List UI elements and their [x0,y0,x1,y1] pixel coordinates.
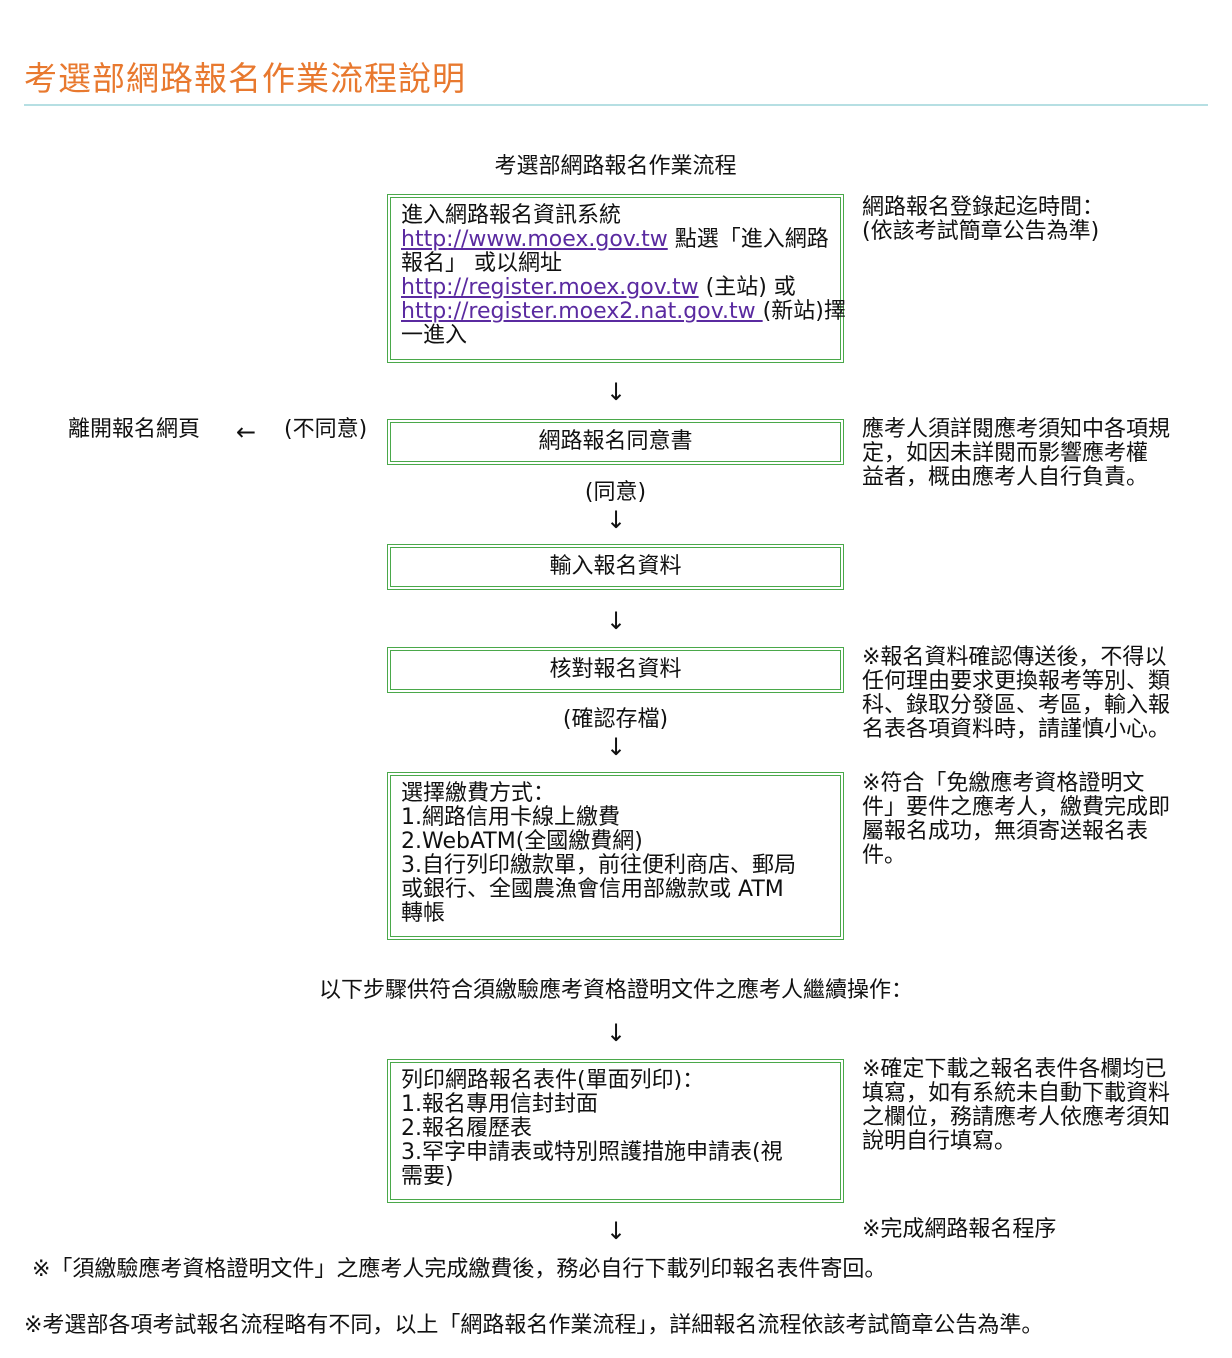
agree-label: (同意) [584,480,647,505]
page-title: 考選部網路報名作業流程說明 [24,59,466,98]
register-main-link[interactable]: http://register.moex.gov.tw [401,275,699,300]
step1-line5: http://register.moex2.nat.gov.tw (新站)擇 [401,299,846,324]
flow-heading: 考選部網路報名作業流程 [494,154,737,179]
step1-line2: http://www.moex.gov.tw 點選「進入網路 [401,228,830,252]
payment-line: 轉帳 [401,901,446,926]
note5-line: ※確定下載之報名表件各欄均已 [862,1057,1167,1082]
note2-line: 定，如因未詳閱而影響應考權 [862,441,1149,466]
down-arrow-icon: ↓ [606,733,627,761]
step1-line4: http://register.moex.gov.tw (主站) 或 [401,276,830,300]
confirm-save-label: (確認存檔) [562,707,669,732]
left-arrow-icon: ← [236,418,257,446]
payment-line: 1.網路信用卡線上繳費 [401,805,620,830]
step1-line3: 報名」 或以網址 [401,251,562,276]
title-divider [24,104,1208,106]
step-enter-system-content: 進入網路報名資訊系統 http://www.moex.gov.tw 點選「進入網… [390,197,846,360]
note-complete-registration: ※完成網路報名程序 [862,1217,1057,1242]
note4-line: 件。 [862,843,907,868]
input-data-label: 輸入報名資料 [549,554,682,579]
step1-text2: (主站) 或 [698,275,796,300]
verify-data-box: 核對報名資料 [387,647,844,693]
input-data-content: 輸入報名資料 [390,547,841,587]
note5-line: 填寫，如有系統未自動下載資料 [862,1081,1171,1106]
payment-method-box: 選擇繳費方式： 1.網路信用卡線上繳費 2.WebATM(全國繳費網) 3.自行… [387,772,844,940]
note-exempt-applicants: ※符合「免繳應考資格證明文 件」要件之應考人，繳費完成即 屬報名成功，無須寄送報… [862,772,1207,868]
note3-line: 名表各項資料時，請謹慎小心。 [862,717,1171,742]
payment-line: 選擇繳費方式： [401,781,556,806]
continue-instruction: 以下步驟供符合須繳驗應考資格證明文件之應考人繼續操作： [318,978,913,1003]
down-arrow-icon: ↓ [606,506,627,534]
consent-form-label: 網路報名同意書 [538,429,693,454]
note1-line: (依該考試簡章公告為準) [862,219,1100,244]
print-line: 1.報名專用信封封面 [401,1092,598,1117]
note-registration-period: 網路報名登錄起迄時間： (依該考試簡章公告為準) [862,196,1207,244]
step1-text1: 點選「進入網路 [667,227,829,252]
verify-data-content: 核對報名資料 [390,650,841,690]
note-check-forms: ※確定下載之報名表件各欄均已 填寫，如有系統未自動下載資料 之欄位，務請應考人依… [862,1058,1207,1154]
note2-line: 應考人須詳閱應考須知中各項規 [862,417,1171,442]
note4-line: 屬報名成功，無須寄送報名表 [862,819,1149,844]
print-forms-content: 列印網路報名表件(單面列印)： 1.報名專用信封封面 2.報名履歷表 3.罕字申… [390,1062,841,1200]
step1-line6: 一進入 [401,323,468,348]
down-arrow-icon: ↓ [606,378,627,406]
print-line: 2.報名履歷表 [401,1116,532,1141]
note1-line: 網路報名登錄起迄時間： [862,195,1105,220]
step1-line1: 進入網路報名資訊系統 [401,203,622,228]
consent-form-box: 網路報名同意書 [387,419,844,465]
down-arrow-icon: ↓ [606,1019,627,1047]
payment-line: 3.自行列印繳款單，前往便利商店、郵局 [401,853,796,878]
note-confirm-warning: ※報名資料確認傳送後，不得以 任何理由要求更換報考等別、類 科、錄取分發區、考區… [862,646,1207,742]
down-arrow-icon: ↓ [606,1217,627,1245]
note5-line: 之欄位，務請應考人依應考須知 [862,1105,1171,1130]
footer-note-process-differs: ※考選部各項考試報名流程略有不同，以上「網路報名作業流程」，詳細報名流程依該考試… [24,1313,1044,1338]
print-forms-box: 列印網路報名表件(單面列印)： 1.報名專用信封封面 2.報名履歷表 3.罕字申… [387,1059,844,1203]
print-line: 需要) [401,1164,454,1189]
payment-line: 2.WebATM(全國繳費網) [401,829,643,854]
verify-data-label: 核對報名資料 [549,657,682,682]
note3-line: ※報名資料確認傳送後，不得以 [862,645,1167,670]
note3-line: 科、錄取分發區、考區，輸入報 [862,693,1171,718]
step-enter-system-box: 進入網路報名資訊系統 http://www.moex.gov.tw 點選「進入網… [387,194,846,363]
note4-line: ※符合「免繳應考資格證明文 [862,771,1145,796]
note3-line: 任何理由要求更換報考等別、類 [862,669,1171,694]
input-data-box: 輸入報名資料 [387,544,844,590]
consent-form-content: 網路報名同意書 [390,422,841,462]
note-read-instructions: 應考人須詳閱應考須知中各項規 定，如因未詳閱而影響應考權 益者，概由應考人自行負… [862,418,1207,490]
payment-line: 或銀行、全國農漁會信用部繳款或 ATM [401,877,784,902]
note5-line: 說明自行填寫。 [862,1129,1017,1154]
note4-line: 件」要件之應考人，繳費完成即 [862,795,1171,820]
moex-link[interactable]: http://www.moex.gov.tw [401,227,668,252]
register-new-link[interactable]: http://register.moex2.nat.gov.tw [401,299,763,324]
down-arrow-icon: ↓ [606,607,627,635]
disagree-label: (不同意) [284,417,368,442]
note2-line: 益者，概由應考人自行負責。 [862,465,1149,490]
footer-note-download: ※「須繳驗應考資格證明文件」之應考人完成繳費後，務必自行下載列印報名表件寄回。 [32,1257,887,1282]
payment-method-content: 選擇繳費方式： 1.網路信用卡線上繳費 2.WebATM(全國繳費網) 3.自行… [390,775,841,937]
print-line: 列印網路報名表件(單面列印)： [401,1068,705,1093]
step1-text3: (新站)擇 [762,299,846,324]
leave-page-label: 離開報名網頁 [68,417,201,442]
print-line: 3.罕字申請表或特別照護措施申請表(視 [401,1140,783,1165]
